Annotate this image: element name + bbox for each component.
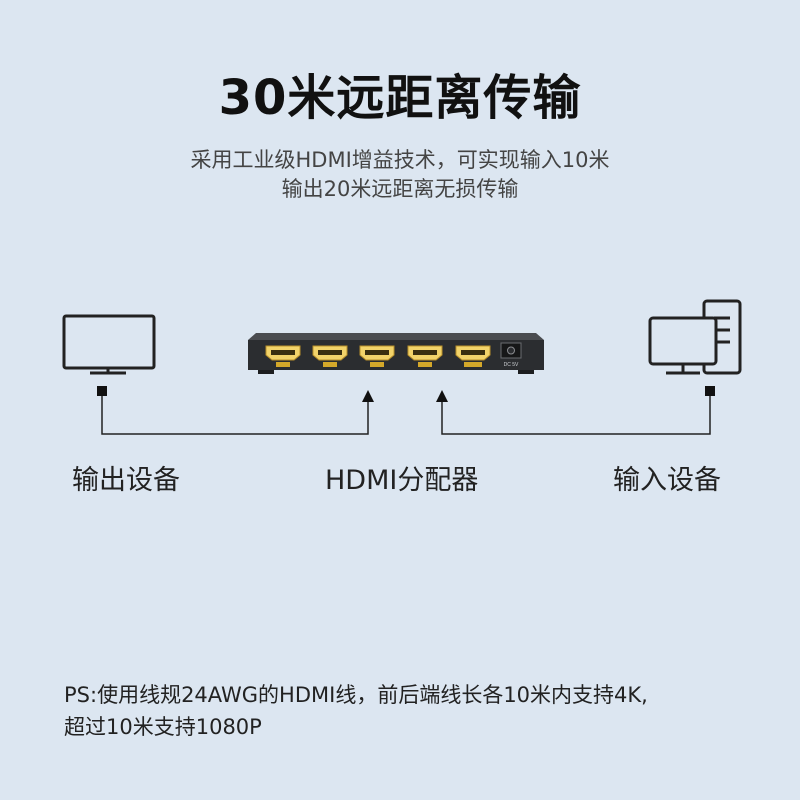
hdmi-port <box>359 345 395 367</box>
label-output-device: 输出设备 <box>72 465 180 496</box>
subtitle-line-2: 输出20米远距离无损传输 <box>281 177 519 201</box>
ps-note-line-1: PS:使用线规24AWG的HDMI线，前后端线长各10米内支持4K, <box>64 683 648 707</box>
hdmi-port <box>312 345 348 367</box>
connection-ends <box>97 386 715 402</box>
dc-power-jack <box>500 342 522 359</box>
label-hdmi-splitter: HDMI分配器 <box>325 465 479 496</box>
desktop-computer-icon <box>648 299 742 375</box>
output-connector-square <box>97 386 107 396</box>
ps-note-line-2: 超过10米支持1080P <box>64 715 262 739</box>
hdmi-port <box>265 345 301 367</box>
label-input-device: 输入设备 <box>613 465 721 496</box>
monitor-icon <box>62 314 156 375</box>
arrow-up-icon <box>362 390 374 402</box>
arrow-up-icon <box>436 390 448 402</box>
page-title: 30米远距离传输 <box>218 70 582 126</box>
dc-label: DC 5V <box>504 362 519 368</box>
hdmi-port <box>407 345 443 367</box>
subtitle-line-1: 采用工业级HDMI增益技术，可实现输入10米 <box>190 148 610 172</box>
subtitle: 采用工业级HDMI增益技术，可实现输入10米 输出20米远距离无损传输 <box>0 146 800 204</box>
hdmi-splitter-device: DC 5V <box>248 333 544 374</box>
hdmi-port-input <box>455 345 491 367</box>
input-connector-square <box>705 386 715 396</box>
ps-note: PS:使用线规24AWG的HDMI线，前后端线长各10米内支持4K, 超过10米… <box>64 679 648 743</box>
connection-lines <box>101 392 711 435</box>
